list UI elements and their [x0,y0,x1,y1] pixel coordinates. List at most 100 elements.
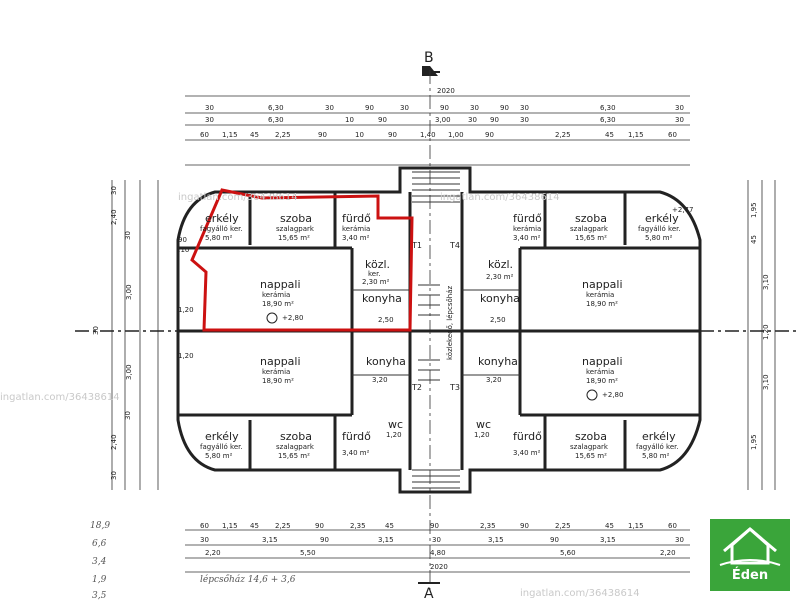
dim-label: 60 [668,131,677,139]
room-name: szoba [575,430,607,443]
dim-label: 30 [468,116,477,124]
dim-label: 3,15 [600,536,616,544]
room-szoba-bottom-right: szoba szalagpark 15,65 m² [570,430,609,460]
dim-label: 3,00 [125,284,133,300]
dim-label: 90 [378,116,387,124]
dim-label: 60 [200,522,209,530]
room-area: 18,90 m² [262,300,294,308]
room-area: 15,65 m² [575,452,607,460]
room-furdo-top-right: fürdő kerámia 3,40 m² [513,212,542,242]
room-area: 18,90 m² [586,377,618,385]
dim-label: 1,40 [420,131,436,139]
dim-label: 30 [205,104,214,112]
watermark-text: ingatlan.com/36438614 [178,192,298,203]
dim-label: 90 [500,104,509,112]
room-finish: szalagpark [570,225,609,233]
handwritten-notes: 18,9 6,6 3,4 1,9 3,5 lépcsőház 14,6 + 3,… [90,521,296,600]
room-area: 15,65 m² [278,234,310,242]
dim-label: 1,20 [178,306,194,314]
room-area: 3,40 m² [342,234,370,242]
room-szoba-bottom-left: szoba szalagpark 15,65 m² [276,430,315,460]
watermark-text: ingatlan.com/36438614 [0,392,120,403]
dim-label: 1,00 [448,131,464,139]
room-finish: kerámia [342,225,370,233]
dim-label: 60 [200,131,209,139]
dim-label: 1,95 [750,434,758,450]
room-area: 2,30 m² [362,278,390,286]
dim-label: 90 [440,104,449,112]
room-wc-bottom-right: wc 1,20 [474,418,491,439]
dim-label: 1,20 [762,324,770,340]
room-name: fürdő [513,212,542,225]
room-name: nappali [260,355,301,368]
dim-label: 1,15 [628,131,644,139]
dim-label: 45 [750,235,758,244]
handwritten-note: 3,4 [92,557,107,567]
right-dimensions: 1,95 45 3,10 1,20 3,10 1,95 [747,180,776,490]
room-finish: kerámia [262,291,290,299]
unit-highlight-outline [190,188,414,332]
room-area: 3,20 [486,376,502,384]
dim-label: 30 [124,411,132,420]
watermarks: ingatlan.com/36438614 ingatlan.com/36438… [0,192,640,599]
level-marker-icon [586,389,598,401]
dim-label: 210 [176,246,189,254]
room-area: 5,80 m² [642,452,670,460]
room-area: 2,30 m² [486,273,514,281]
dim-label: 90 [430,522,439,530]
room-area: 3,40 m² [342,449,370,457]
room-name: konyha [480,292,520,305]
level-value: +2,77 [672,206,693,214]
room-konyha-bottom-left: konyha 3,20 [366,355,406,384]
room-area: 15,65 m² [278,452,310,460]
room-konyha-bottom-right: konyha 3,20 [478,355,518,384]
dim-label: 5,60 [560,549,576,557]
room-name: wc [388,418,403,431]
room-name: konyha [478,355,518,368]
room-name: szoba [280,212,312,225]
room-finish: kerámia [513,225,541,233]
dim-label: 5,50 [300,549,316,557]
logo-label: Éden [731,568,769,583]
dim-label: 30 [400,104,409,112]
dim-label: 30 [200,536,209,544]
dim-label: 3,10 [762,274,770,290]
room-finish: szalagpark [570,443,609,451]
room-finish: kerámia [586,291,614,299]
room-name: nappali [582,278,623,291]
room-name: nappali [582,355,623,368]
dim-label: 30 [520,116,529,124]
dim-label: 3,00 [125,364,133,380]
room-furdo-top-left: fürdő kerámia 3,40 m² [342,212,371,242]
level-marker-icon [266,312,278,324]
room-finish: ker. [368,270,381,278]
room-name: szoba [575,212,607,225]
room-name: nappali [260,278,301,291]
stair-label-t3: T3 [449,383,460,392]
dim-label: 90 [320,536,329,544]
dim-label: 4,80 [430,549,446,557]
dim-label: 3,10 [762,374,770,390]
dim-label: 3,15 [378,536,394,544]
dim-label: 1,15 [222,131,238,139]
room-finish: szalagpark [276,225,315,233]
dim-label: 90 [520,522,529,530]
dim-label: 3,00 [435,116,451,124]
house-icon [719,526,781,566]
room-name: wc [476,418,491,431]
room-szoba-top-left: szoba szalagpark 15,65 m² [276,212,315,242]
room-erkely-bottom-left: erkély fagyálló ker. 5,80 m² [200,430,243,460]
dim-label: 10 [355,131,364,139]
dim-label: 2,35 [350,522,366,530]
watermark-text: ingatlan.com/36438614 [440,192,560,203]
dim-label: 6,30 [268,104,284,112]
stairwell: T1 T4 T2 T3 közlekedő, lépcsőház [411,171,460,489]
overall-dim-top: 2020 [437,87,455,95]
dim-label: 2,40 [110,209,118,225]
dim-label: 30 [675,104,684,112]
level-value: +2,80 [282,314,303,322]
room-wc-bottom-left: wc 1,20 [386,418,403,439]
dim-label: 60 [668,522,677,530]
dim-label: 30 [520,104,529,112]
dim-label: 90 [365,104,374,112]
